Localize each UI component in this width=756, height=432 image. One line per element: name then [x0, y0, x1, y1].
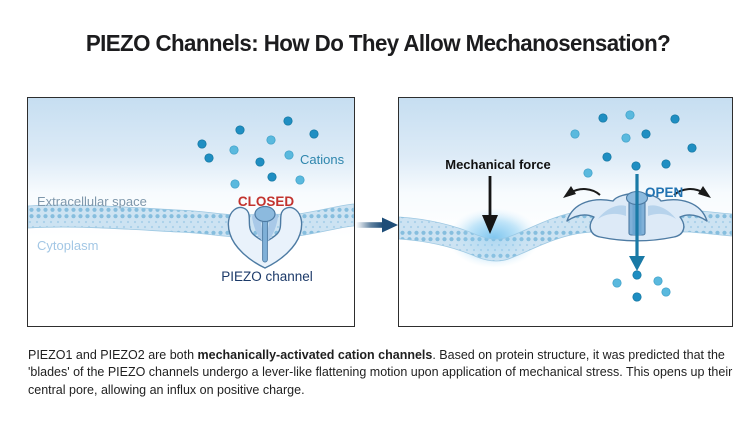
cation-dot	[653, 276, 663, 286]
cation-dot	[230, 179, 240, 189]
channel-inner-left	[598, 205, 626, 219]
channel-inner-right	[648, 205, 676, 219]
caption-text-2: . Based on protein structure, it was pre…	[28, 348, 733, 397]
open-state-illustration: Mechanical force OPEN	[399, 98, 732, 326]
cation-dot	[625, 110, 635, 120]
channel-inner-left	[252, 212, 265, 244]
panel-transition-arrow	[356, 217, 398, 233]
open-state-panel: Mechanical force OPEN	[398, 97, 733, 327]
cation-dot	[687, 143, 697, 153]
piezo-channel-label: PIEZO channel	[221, 269, 313, 284]
cation-dot	[309, 129, 319, 139]
caption-text-1: PIEZO1 and PIEZO2 are both	[28, 348, 198, 362]
cation-group	[197, 116, 319, 189]
cations-label: Cations	[300, 152, 345, 167]
open-state-label: OPEN	[645, 185, 683, 200]
caption: PIEZO1 and PIEZO2 are both mechanically-…	[28, 347, 735, 399]
caption-bold: mechanically-activated cation channels	[197, 348, 433, 362]
cation-dot	[632, 292, 642, 302]
cation-dot	[598, 113, 608, 123]
cation-dot	[204, 153, 214, 163]
cation-dot	[570, 129, 580, 139]
channel-stem	[262, 218, 268, 263]
arrow-tail	[356, 222, 383, 228]
cation-dot	[612, 278, 622, 288]
arrow-head	[382, 217, 398, 233]
ion-flow-arrow	[629, 174, 645, 271]
channel-inner-right	[265, 212, 278, 244]
cation-dot	[266, 135, 276, 145]
cation-dot	[229, 145, 239, 155]
closed-state-illustration: Extracellular space Cytoplasm Cations CL…	[28, 98, 354, 326]
cation-dot	[583, 168, 593, 178]
cation-dot	[284, 150, 294, 160]
closed-state-panel: Extracellular space Cytoplasm Cations CL…	[27, 97, 355, 327]
cation-dot	[632, 270, 642, 280]
cation-dot	[295, 175, 305, 185]
cation-dot	[283, 116, 293, 126]
cation-dot	[670, 114, 680, 124]
cation-group	[570, 110, 697, 178]
page-title: PIEZO Channels: How Do They Allow Mechan…	[85, 30, 671, 56]
piezo-channel-closed	[227, 205, 303, 269]
cation-dot	[621, 133, 631, 143]
channel-cap	[254, 205, 276, 223]
cation-dot	[267, 172, 277, 182]
extracellular-space-label: Extracellular space	[37, 194, 147, 209]
blade-motion-arrow-left	[563, 186, 601, 198]
cation-group	[612, 270, 671, 302]
cation-dot	[602, 152, 612, 162]
cytoplasm-background	[28, 237, 354, 326]
cation-dot	[661, 159, 671, 169]
closed-state-label: CLOSED	[238, 194, 295, 209]
cation-dot	[631, 161, 641, 171]
mechanical-force-label: Mechanical force	[445, 157, 551, 172]
cation-dot	[255, 157, 265, 167]
membrane-dip-glow-overlay	[454, 212, 534, 264]
cation-dot	[641, 129, 651, 139]
cation-dot	[197, 139, 207, 149]
cytoplasm-label: Cytoplasm	[37, 238, 98, 253]
cation-dot	[661, 287, 671, 297]
mechanical-force-arrow	[482, 176, 498, 234]
blade-motion-arrow-right	[673, 186, 711, 198]
cytoplasm-background	[399, 237, 732, 326]
cation-dot	[235, 125, 245, 135]
